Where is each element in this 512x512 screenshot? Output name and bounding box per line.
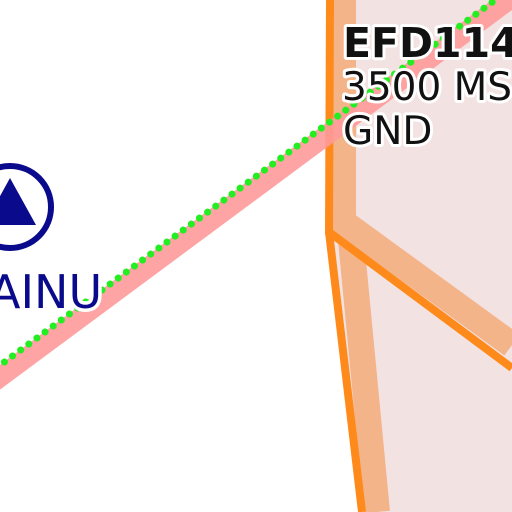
route-line[interactable] <box>0 0 512 392</box>
airspace-efd114[interactable] <box>324 0 512 512</box>
route-dots <box>0 0 502 370</box>
airspace-upper-limit-label: 3500 MSL <box>342 65 512 110</box>
airspace-lower-limit-label: GND <box>343 109 432 154</box>
waypoint-label: AINU <box>0 265 102 319</box>
triangle-in-circle-icon <box>0 178 36 225</box>
route-corridor <box>0 0 512 390</box>
airspace-border-halo <box>330 0 512 356</box>
airspace-border-halo-lower <box>338 238 390 512</box>
airspace-name-label: EFD114 <box>343 19 512 67</box>
waypoint-marker[interactable]: AINU <box>0 160 106 323</box>
airspace-border-lower <box>325 231 366 512</box>
